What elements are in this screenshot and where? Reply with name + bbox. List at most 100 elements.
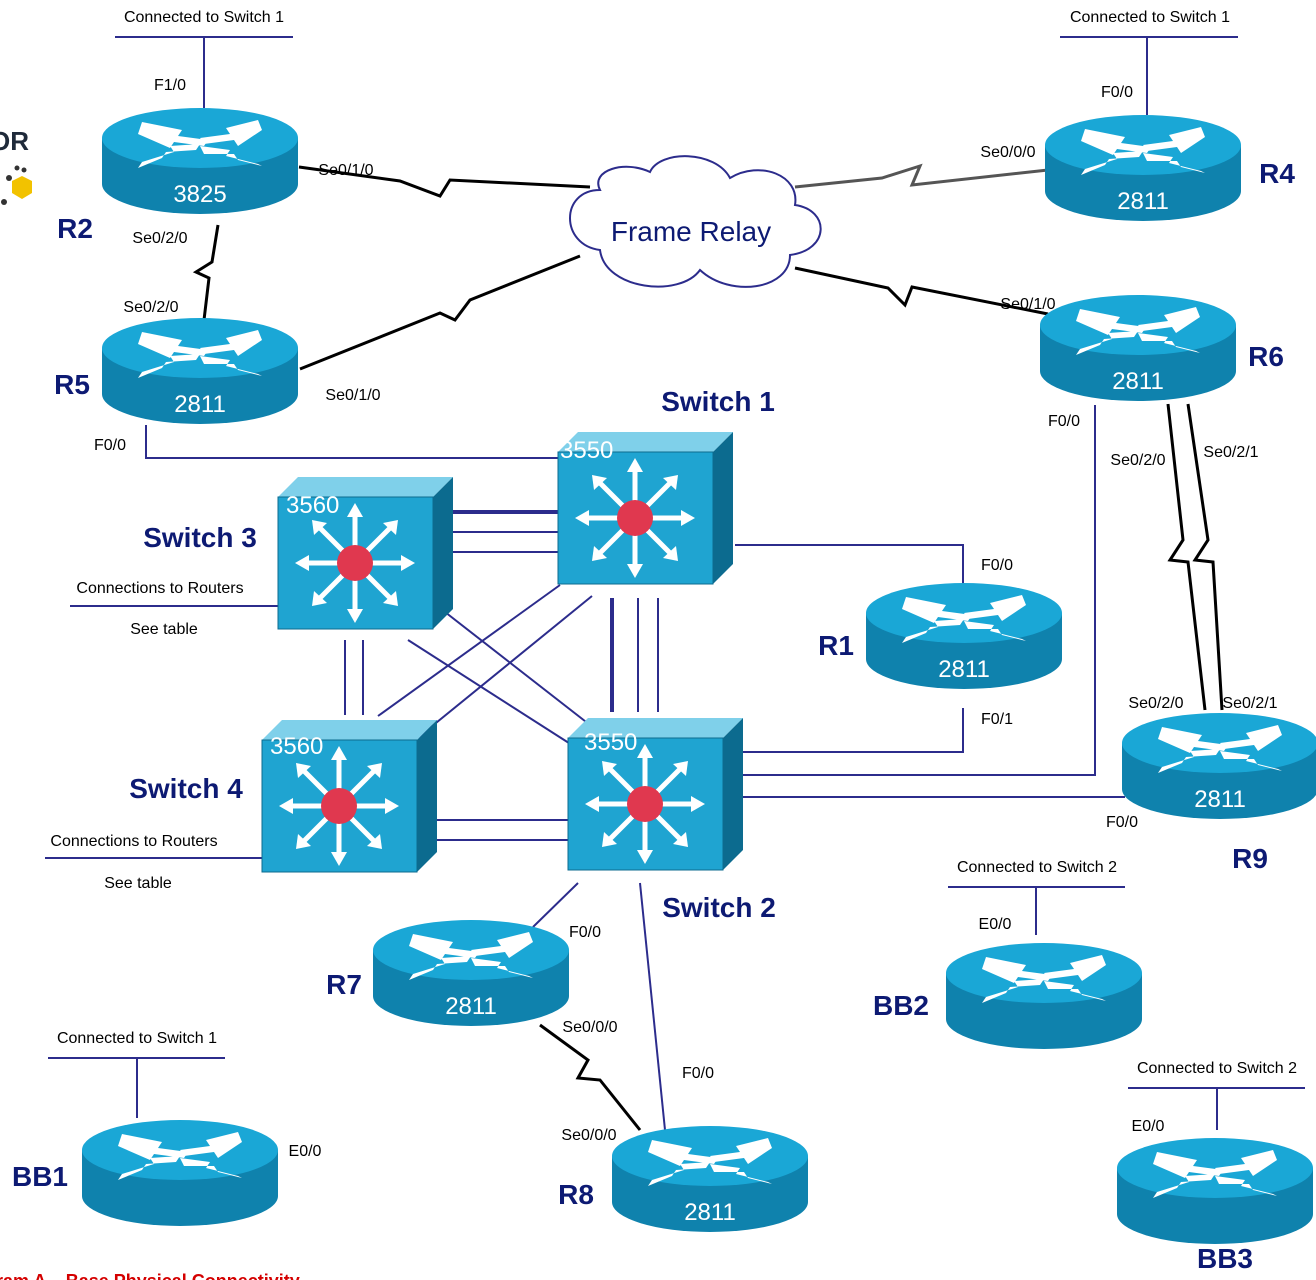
r6-se021-label: Se0/2/1 <box>1203 444 1258 461</box>
sw3-sw2-link-a <box>444 611 591 726</box>
dot-icon <box>14 165 20 171</box>
r7-sw2-link <box>532 882 579 928</box>
r7-name: R7 <box>326 969 362 1000</box>
switch-4[interactable]: 3560 <box>262 720 437 872</box>
r8-name: R8 <box>558 1179 594 1210</box>
router-r8[interactable]: 2811 <box>612 1126 808 1232</box>
dot-icon <box>21 167 27 173</box>
r5-fr-serial <box>299 254 581 371</box>
r9-name: R9 <box>1232 843 1268 874</box>
r6-sw2-link <box>742 405 1096 776</box>
r5-sw1-link <box>145 425 558 459</box>
router-model: 2811 <box>1117 188 1169 215</box>
router-model: 2811 <box>1112 368 1164 395</box>
r2-fr-serial <box>298 165 591 198</box>
switch-1[interactable]: 3550 <box>558 432 733 584</box>
r4-f00-label: F0/0 <box>1101 84 1133 101</box>
switch-model: 3560 <box>286 492 339 519</box>
r9-se020-label: Se0/2/0 <box>1128 695 1183 712</box>
sw4-sw1-link-a <box>377 584 561 717</box>
switch-model: 3560 <box>270 733 323 760</box>
router-r7[interactable]: 2811 <box>373 920 569 1026</box>
router-model: 3825 <box>173 181 226 208</box>
sw4-router-note: Connections to Routers <box>50 833 217 850</box>
r9-f00-label: F0/0 <box>1106 814 1138 831</box>
r6-se020-label: Se0/2/0 <box>1110 452 1165 469</box>
router-model: 2811 <box>445 993 497 1020</box>
r2-f10-label: F1/0 <box>154 77 186 94</box>
bb3-connection-note: Connected to Switch 2 <box>1137 1060 1297 1077</box>
sw3-table-note: See table <box>130 621 198 638</box>
router-model: 2811 <box>938 656 990 683</box>
diagram-caption: ram A – Base Physical Connectivity <box>0 1271 300 1280</box>
router-model: 2811 <box>1194 786 1246 813</box>
sw3-sw2-link-b <box>407 639 573 746</box>
r6-se010-label: Se0/1/0 <box>1000 296 1055 313</box>
switch-model: 3550 <box>560 437 613 464</box>
r4-se000-label: Se0/0/0 <box>980 144 1035 161</box>
r4-name: R4 <box>1259 158 1295 189</box>
r6-fr-serial <box>794 266 1049 316</box>
router-model: 2811 <box>174 391 226 418</box>
r1-f00-label: F0/0 <box>981 557 1013 574</box>
router-bb3[interactable] <box>1117 1138 1313 1244</box>
r1-f01-label: F0/1 <box>981 711 1013 728</box>
bb1-connection-note: Connected to Switch 1 <box>57 1030 217 1047</box>
router-model: 2811 <box>684 1199 736 1226</box>
router-r9[interactable]: 2811 <box>1122 713 1316 819</box>
router-r4[interactable]: 2811 <box>1045 115 1241 221</box>
r2-connection-note: Connected to Switch 1 <box>124 9 284 26</box>
r5-se010-label: Se0/1/0 <box>325 387 380 404</box>
r2-r5-serial <box>192 224 220 321</box>
sw3-router-note: Connections to Routers <box>76 580 243 597</box>
r6-r9-serial-a <box>1166 403 1207 711</box>
router-bb2[interactable] <box>946 943 1142 1049</box>
bb2-e00-label: E0/0 <box>979 916 1012 933</box>
r1-sw1-link <box>735 544 964 585</box>
logo-text: OR <box>0 126 29 156</box>
switch-3[interactable]: 3560 <box>278 477 453 629</box>
r1-name: R1 <box>818 630 854 661</box>
router-r5[interactable]: 2811 <box>102 318 298 424</box>
r6-r9-serial-b <box>1186 403 1224 711</box>
r6-name: R6 <box>1248 341 1284 372</box>
switch-3-name: Switch 3 <box>143 522 257 553</box>
r7-se000-label: Se0/0/0 <box>562 1019 617 1036</box>
switch-4-name: Switch 4 <box>129 773 243 804</box>
router-r1[interactable]: 2811 <box>866 583 1062 689</box>
r5-name: R5 <box>54 369 90 400</box>
sw4-sw1-link-b <box>414 595 593 741</box>
bb2-connection-note: Connected to Switch 2 <box>957 859 1117 876</box>
bb2-name: BB2 <box>873 990 929 1021</box>
r4-fr-serial <box>794 163 1049 189</box>
switch-2[interactable]: 3550 <box>568 718 743 870</box>
dot-icon <box>6 175 12 181</box>
r2-se010-label: Se0/1/0 <box>318 162 373 179</box>
r8-se000-label: Se0/0/0 <box>561 1127 616 1144</box>
switch-2-name: Switch 2 <box>662 892 776 923</box>
r9-se021-label: Se0/2/1 <box>1222 695 1277 712</box>
bb1-e00-label: E0/0 <box>289 1143 322 1160</box>
hexagon-icon <box>12 176 32 199</box>
r1-sw2-link <box>742 708 964 753</box>
bb3-e00-label: E0/0 <box>1132 1118 1165 1135</box>
router-r6[interactable]: 2811 <box>1040 295 1236 401</box>
router-r2[interactable]: 3825 <box>102 108 298 214</box>
r4-connection-note: Connected to Switch 1 <box>1070 9 1230 26</box>
r6-f00-label: F0/0 <box>1048 413 1080 430</box>
r5-se020-label: Se0/2/0 <box>123 299 178 316</box>
switch-model: 3550 <box>584 729 637 756</box>
r7-f00-label: F0/0 <box>569 924 601 941</box>
sw4-table-note: See table <box>104 875 172 892</box>
frame-relay-cloud: Frame Relay <box>569 155 822 288</box>
bb1-name: BB1 <box>12 1161 68 1192</box>
cloud-label: Frame Relay <box>611 216 771 247</box>
bb3-name: BB3 <box>1197 1243 1253 1274</box>
r2-se020-label: Se0/2/0 <box>132 230 187 247</box>
r8-sw2-link <box>639 882 666 1131</box>
logo: OR <box>0 126 32 205</box>
router-bb1[interactable] <box>82 1120 278 1226</box>
r5-f00-label: F0/0 <box>94 437 126 454</box>
r2-name: R2 <box>57 213 93 244</box>
